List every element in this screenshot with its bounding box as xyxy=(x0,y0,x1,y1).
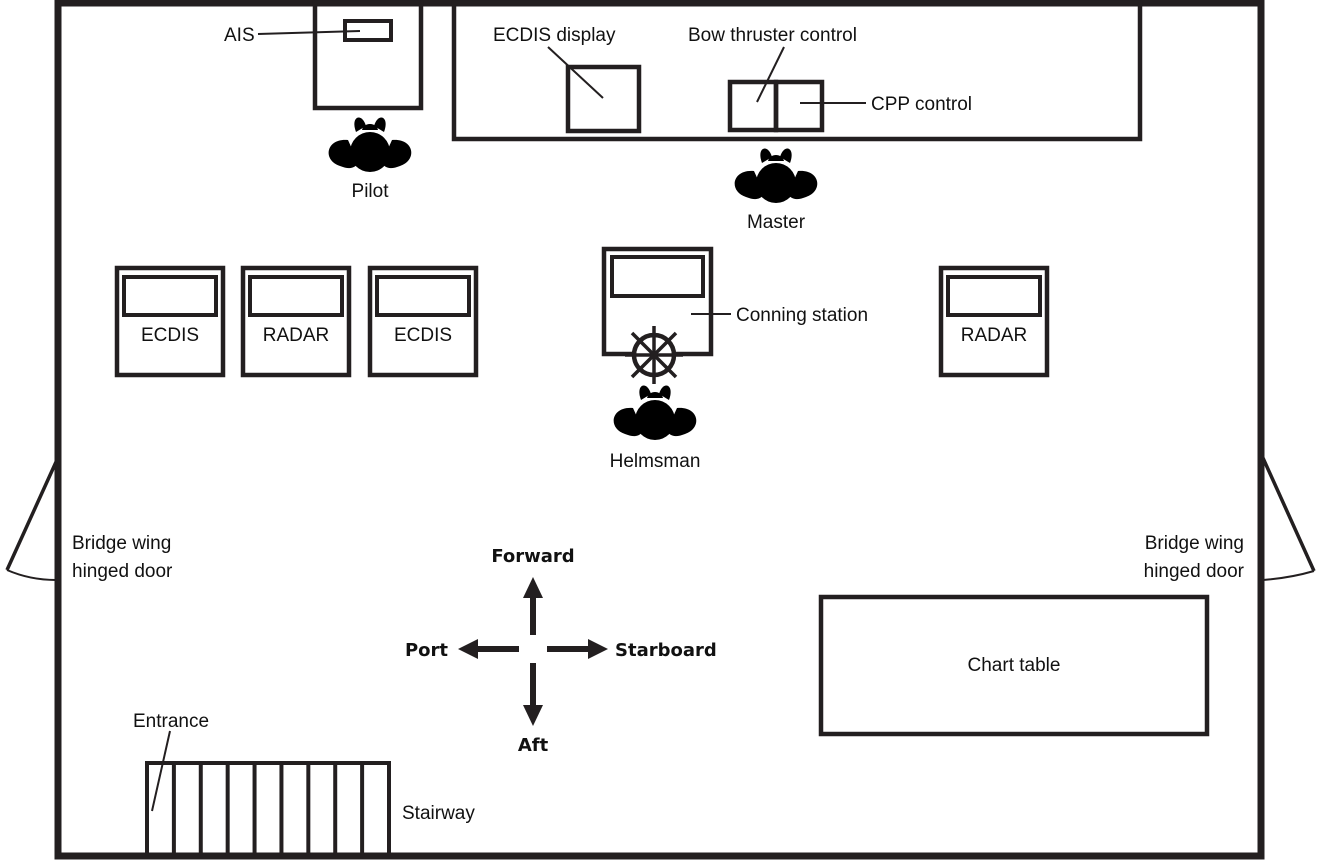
entrance-leader-line xyxy=(151,730,171,812)
right-bridge-wing-door xyxy=(1261,457,1316,572)
forward-arrow-icon xyxy=(523,577,543,635)
ais-console xyxy=(312,0,424,111)
ship-wheel-icon xyxy=(625,326,683,384)
forward-label: Forward xyxy=(491,546,574,567)
ecdis-display-unit xyxy=(565,64,642,134)
chart-table xyxy=(818,594,1210,737)
console-radar-1: RADAR xyxy=(240,265,352,378)
left-bridge-wing-label-line2: hinged door xyxy=(72,561,173,582)
starboard-label: Starboard xyxy=(615,640,717,661)
stairway-outline xyxy=(145,761,391,857)
direction-compass: Forward Aft Port Starboard xyxy=(405,546,717,756)
helmsman-label: Helmsman xyxy=(610,451,701,472)
console-ecdis-1: ECDIS xyxy=(114,265,226,378)
ais-label: AIS xyxy=(224,25,255,46)
ecdis-display-label: ECDIS display xyxy=(493,25,616,46)
aft-arrow-icon xyxy=(523,663,543,726)
left-door-swing-arc xyxy=(6,569,57,581)
entrance-label: Entrance xyxy=(133,711,209,732)
console-label: ECDIS xyxy=(141,325,199,346)
starboard-arrow-icon xyxy=(547,639,608,659)
right-door-swing-arc xyxy=(1262,570,1315,581)
stairway-label: Stairway xyxy=(402,803,475,824)
master-person-icon xyxy=(734,148,818,203)
chart-table-label: Chart table xyxy=(968,655,1061,676)
ais-leader-line xyxy=(257,30,361,35)
console-radar-2: RADAR xyxy=(938,265,1050,378)
port-label: Port xyxy=(405,640,448,661)
right-bridge-wing-label-line1: Bridge wing xyxy=(1145,533,1244,554)
port-arrow-icon xyxy=(458,639,519,659)
right-bridge-wing-label-line2: hinged door xyxy=(1144,561,1245,582)
cpp-control-label: CPP control xyxy=(871,94,972,115)
bow-thruster-label: Bow thruster control xyxy=(688,25,857,46)
helmsman-person-icon xyxy=(613,385,697,440)
console-label: RADAR xyxy=(961,325,1028,346)
bow-thruster-control-unit xyxy=(727,79,779,133)
stairway xyxy=(145,761,391,857)
master-label: Master xyxy=(747,212,806,233)
aft-label: Aft xyxy=(518,735,549,756)
conning-station-label: Conning station xyxy=(736,305,868,326)
console-label: RADAR xyxy=(263,325,330,346)
left-bridge-wing-door xyxy=(5,461,58,571)
bow-thruster-leader-line xyxy=(756,46,785,103)
ecdis-display-leader-line xyxy=(547,46,604,99)
conning-station-screen xyxy=(610,255,705,298)
cpp-control-unit xyxy=(773,79,825,133)
left-bridge-wing-label-line1: Bridge wing xyxy=(72,533,171,554)
pilot-person-icon xyxy=(328,117,412,172)
console-ecdis-2: ECDIS xyxy=(367,265,479,378)
pilot-label: Pilot xyxy=(352,181,390,202)
console-label: ECDIS xyxy=(394,325,452,346)
forward-console xyxy=(451,0,1143,142)
